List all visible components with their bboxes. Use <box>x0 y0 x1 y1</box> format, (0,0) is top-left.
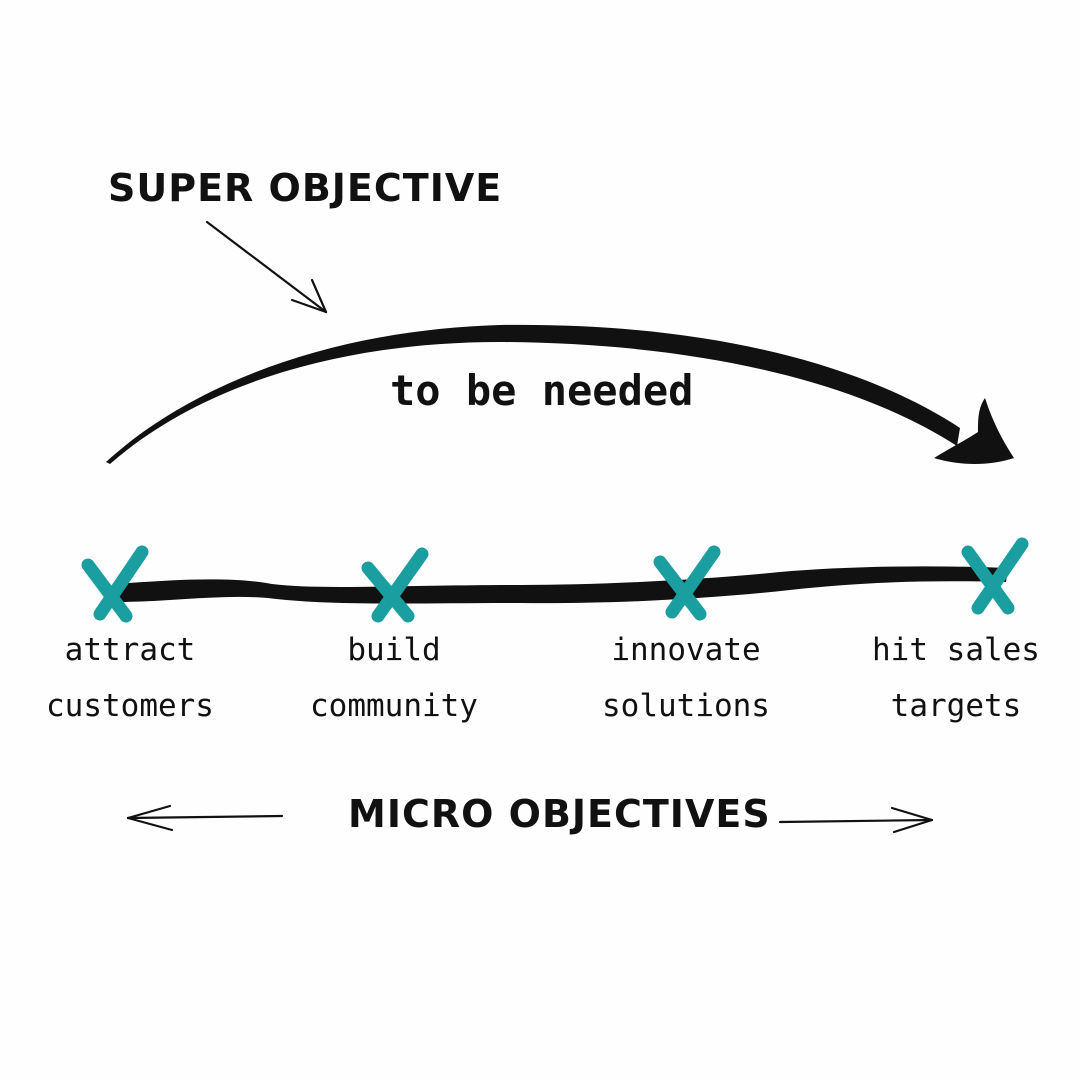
micro-objectives-timeline <box>115 566 1008 604</box>
micro-left-arrow-icon <box>126 804 284 832</box>
x-mark-icon <box>961 537 1029 615</box>
step-line-2: solutions <box>602 688 770 724</box>
micro-objective-step-3: innovate solutions <box>566 622 806 734</box>
step-line-2: targets <box>890 688 1022 724</box>
super-objective-arrowhead-icon <box>934 398 1014 464</box>
super-objective-arc <box>106 324 960 464</box>
x-mark-icon <box>361 547 429 623</box>
x-mark-icon <box>81 545 149 623</box>
x-mark-icon <box>653 545 721 621</box>
super-pointer-arrow-icon <box>205 220 328 314</box>
super-objective-heading: SUPER OBJECTIVE <box>108 166 503 210</box>
step-line-2: customers <box>46 688 214 724</box>
micro-right-arrow-icon <box>778 806 934 834</box>
micro-objectives-heading: MICRO OBJECTIVES <box>348 792 771 836</box>
step-line-1: attract <box>64 632 196 668</box>
micro-objective-step-1: attract customers <box>10 622 250 734</box>
micro-objective-step-2: build community <box>274 622 514 734</box>
step-line-1: innovate <box>611 632 761 668</box>
step-line-1: build <box>347 632 441 668</box>
step-line-1: hit sales <box>872 632 1040 668</box>
micro-objective-step-4: hit sales targets <box>836 622 1076 734</box>
step-line-2: community <box>310 688 478 724</box>
super-objective-label: to be needed <box>390 366 694 415</box>
